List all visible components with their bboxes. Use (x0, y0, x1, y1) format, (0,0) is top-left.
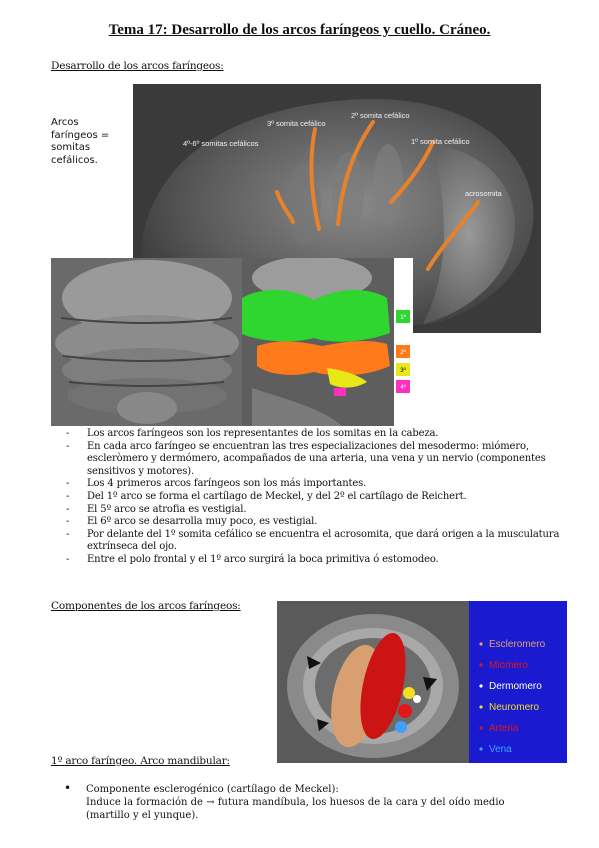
list-item: Del 1º arco se forma el cartílago de Mec… (66, 491, 566, 504)
development-bullet-list: Los arcos faríngeos son los representant… (66, 428, 566, 567)
label-somite1: 1º somita cefálico (411, 137, 470, 146)
list-item-line: Componente esclerogénico (cartílago de M… (86, 784, 339, 795)
list-item: Entre el polo frontal y el 1º arco surgi… (66, 554, 566, 567)
list-item: El 5º arco se atrofia es vestigial. (66, 504, 566, 517)
arch-tag-3: 3º (400, 367, 406, 374)
label-somite46: 4º-6º somitas cefálicos (183, 139, 259, 148)
colored-arches-image: 1º 2º 3º 4º (242, 258, 413, 426)
list-item: Los arcos faríngeos son los representant… (66, 428, 566, 441)
list-item-line: Induce la formación de → futura mandíbul… (86, 797, 505, 821)
legend-miomero: Miomero (489, 660, 528, 671)
label-somite2: 2º somita cefálico (351, 111, 410, 120)
legend-arteria: Arteria (489, 723, 519, 734)
arch-components-image: Escleromero Miomero Dermomero Neuromero … (277, 601, 567, 763)
section-heading-development: Desarrollo de los arcos faríngeos: (51, 60, 224, 72)
list-item: Los 4 primeros arcos faríngeos son los m… (66, 478, 566, 491)
page-title: Tema 17: Desarrollo de los arcos farínge… (108, 22, 491, 38)
arch-tag-2: 2º (400, 349, 406, 356)
list-item: El 6º arco se desarrolla muy poco, es ve… (66, 516, 566, 529)
side-note: Arcos faríngeos = somitas cefálicos. (51, 117, 110, 166)
label-somite3: 3º somita cefálico (267, 119, 326, 128)
arch-line-4-6 (275, 190, 295, 224)
mandibular-bullet-list: Componente esclerogénico (cartílago de M… (64, 782, 544, 822)
list-item: En cada arco faríngeo se encuentran las … (66, 441, 566, 479)
list-item: Por delante del 1º somita cefálico se en… (66, 529, 566, 554)
legend-dermomero: Dermomero (489, 681, 542, 692)
section-heading-mandibular: 1º arco faríngeo. Arco mandibular: (51, 755, 230, 767)
legend-neuromero: Neuromero (489, 702, 539, 713)
face-sem-image (51, 258, 242, 426)
list-item: Componente esclerogénico (cartílago de M… (64, 782, 544, 822)
section-heading-components: Componentes de los arcos faríngeos: (51, 600, 241, 612)
arch-tag-1: 1º (400, 314, 406, 321)
legend-vena: Vena (489, 744, 512, 755)
arch-tag-4: 4º (400, 384, 406, 391)
label-acrosomite: acrosomita (465, 189, 503, 198)
legend-escleromero: Escleromero (489, 639, 546, 650)
